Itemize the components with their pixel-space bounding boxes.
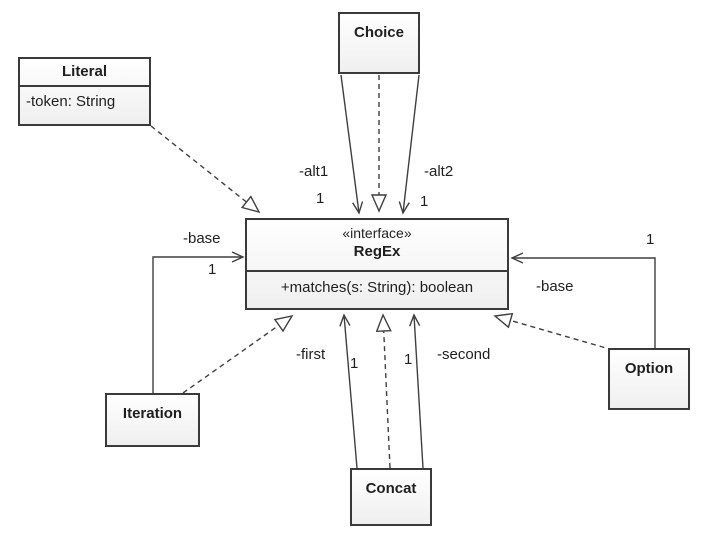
realization-iteration-regex-arrow	[182, 316, 292, 394]
class-choice-name: Choice	[353, 24, 404, 41]
class-regex-name: RegEx	[353, 243, 401, 260]
edge-label-second: -second	[437, 346, 491, 363]
class-option-name: Option	[624, 360, 674, 377]
class-regex: «interface» RegEx +matches(s: String): b…	[245, 218, 509, 310]
class-regex-operation: +matches(s: String): boolean	[247, 270, 507, 303]
edge-label-alt2: -alt2	[424, 163, 454, 180]
class-choice: Choice	[338, 12, 420, 74]
realization-option-regex-arrow	[495, 316, 614, 351]
edge-label-alt1: -alt1	[299, 163, 329, 180]
class-literal-name: Literal	[61, 63, 107, 80]
edge-label-alt2-multiplicity: 1	[420, 193, 429, 210]
class-option: Option	[608, 348, 690, 410]
association-concat-second-arrow	[409, 313, 424, 469]
edge-label-alt1-multiplicity: 1	[316, 190, 325, 207]
edge-label-base-right: -base	[536, 278, 574, 295]
association-choice-alt2-arrow	[398, 74, 420, 215]
edge-label-first: -first	[296, 346, 326, 363]
realization-concat-regex-arrow	[383, 315, 390, 469]
class-literal: Literal -token: String	[18, 57, 151, 126]
class-iteration: Iteration	[105, 393, 200, 447]
edge-label-first-multiplicity: 1	[350, 355, 359, 372]
class-concat-name: Concat	[365, 480, 417, 497]
edge-label-base-right-multiplicity: 1	[646, 231, 655, 248]
class-literal-attribute: -token: String	[20, 85, 149, 116]
edge-label-second-multiplicity: 1	[404, 351, 413, 368]
association-choice-alt1-arrow	[340, 74, 364, 215]
edge-label-base-left: -base	[183, 230, 221, 247]
realization-literal-regex-arrow	[150, 125, 259, 212]
class-iteration-name: Iteration	[122, 405, 183, 422]
association-concat-first-arrow	[339, 313, 358, 469]
association-iteration-base-arrow	[152, 251, 245, 393]
class-concat: Concat	[350, 468, 432, 526]
association-option-base-arrow	[510, 252, 656, 348]
edge-label-base-left-multiplicity: 1	[208, 261, 217, 278]
class-regex-stereotype: «interface»	[342, 225, 412, 241]
